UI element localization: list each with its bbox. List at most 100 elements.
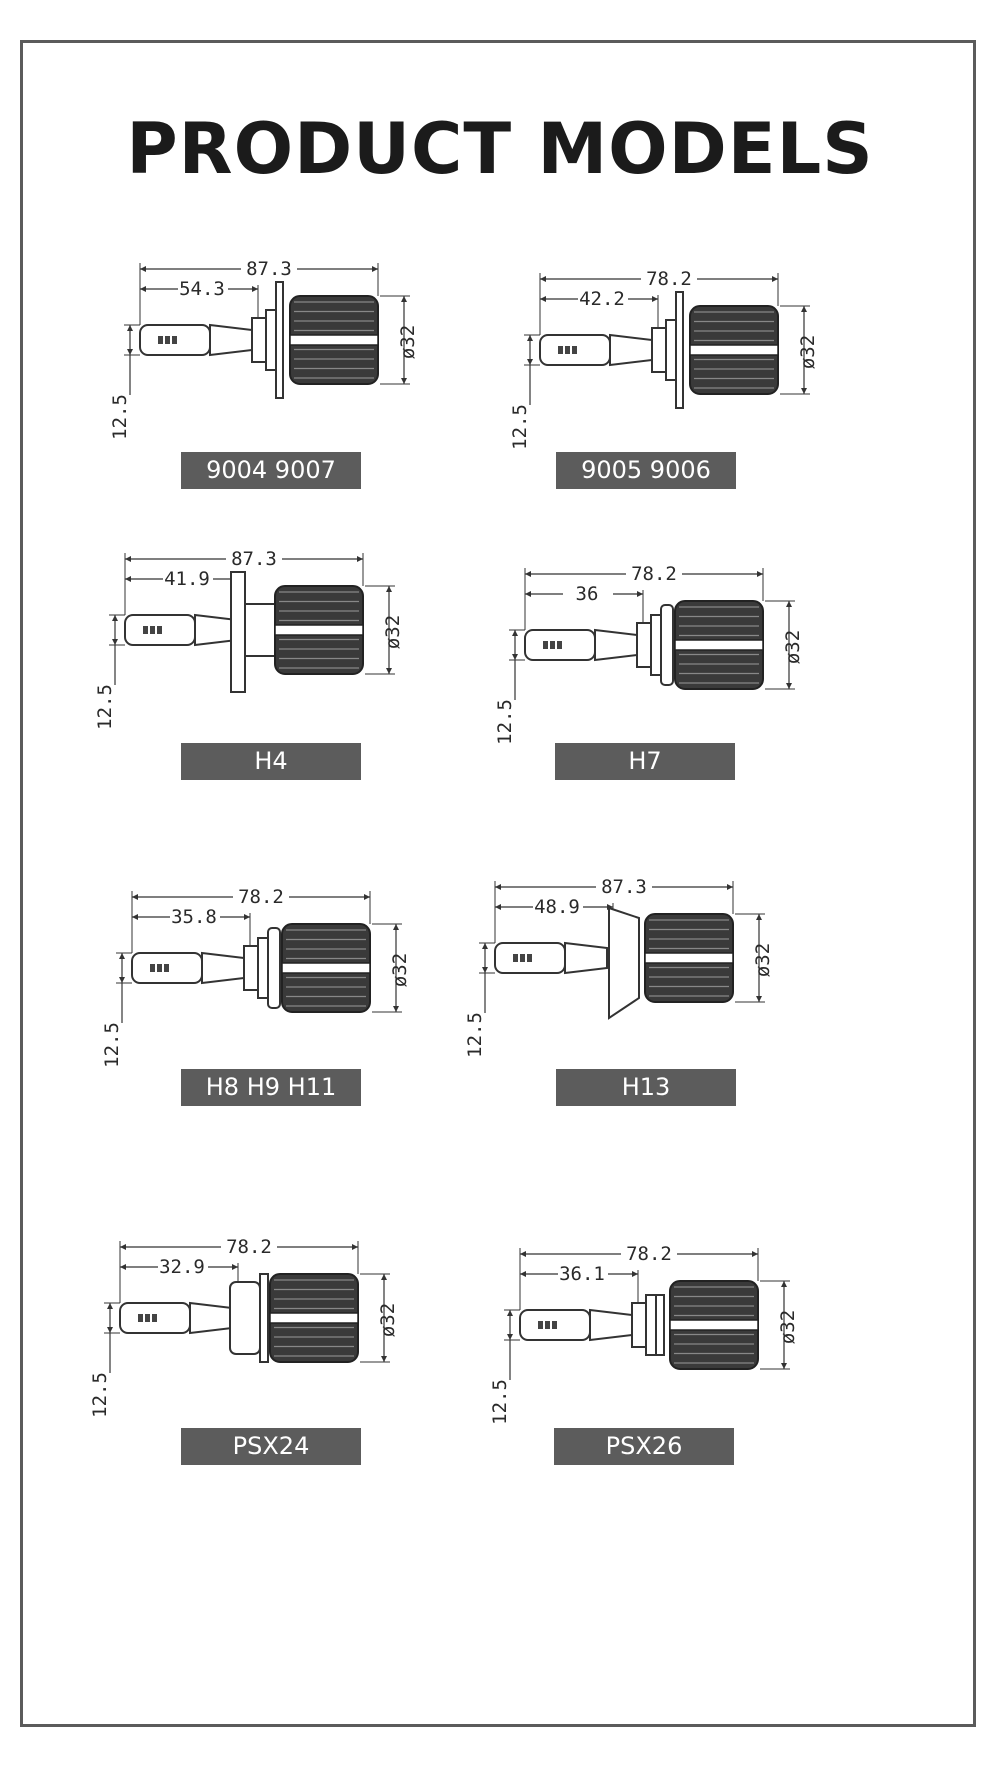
- led-chip: [565, 346, 570, 354]
- diameter-label: ø32: [752, 943, 774, 977]
- dimension-arrow: [520, 1251, 526, 1257]
- dimension-arrow: [372, 266, 378, 272]
- bulb-base: [251, 317, 267, 363]
- pin-height-label: 12.5: [509, 404, 531, 450]
- bulb-clip: [608, 906, 640, 1020]
- led-chip: [527, 954, 532, 962]
- dimension-arrow: [525, 571, 531, 577]
- dimension-arrow: [512, 630, 518, 636]
- dimension-arrow: [386, 668, 392, 674]
- overall-length-label: 87.3: [601, 876, 647, 898]
- led-chip: [557, 641, 562, 649]
- bulb-base: [631, 1302, 647, 1348]
- pin-height-label: 12.5: [494, 699, 516, 745]
- overall-length-label: 78.2: [646, 268, 692, 290]
- overall-length-label: 87.3: [231, 548, 277, 570]
- bulb-base: [244, 603, 276, 657]
- led-chip: [520, 954, 525, 962]
- dimension-arrow: [632, 1271, 638, 1277]
- label-knockout: [241, 259, 297, 279]
- label-knockout: [596, 877, 652, 897]
- led-chip: [150, 626, 155, 634]
- led-chip: [543, 641, 548, 649]
- dimension-arrow: [132, 914, 138, 920]
- label-knockout: [233, 887, 289, 907]
- diameter-label: ø32: [397, 325, 419, 359]
- bulb-taper: [609, 333, 653, 367]
- dimension-arrow: [756, 914, 762, 920]
- heat-sink-band: [689, 344, 779, 356]
- pin-height-label: 12.5: [101, 1022, 123, 1068]
- bulb-flange: [265, 309, 277, 371]
- dimension-arrow: [801, 388, 807, 394]
- dimension-arrow: [120, 1264, 126, 1270]
- pin-height-label: 12.5: [109, 394, 131, 440]
- label-knockout: [626, 564, 682, 584]
- led-chip: [572, 346, 577, 354]
- dimension-arrow: [140, 266, 146, 272]
- dimension-arrow: [540, 296, 546, 302]
- dimension-arrow: [757, 571, 763, 577]
- led-chip: [550, 641, 555, 649]
- label-knockout: [578, 289, 628, 309]
- dimension-arrow: [112, 639, 118, 645]
- bulb-collar: [655, 1294, 665, 1356]
- led-chip: [150, 964, 155, 972]
- dimension-arrow: [512, 654, 518, 660]
- dimension-arrow: [107, 1327, 113, 1333]
- dimension-arrow: [381, 1274, 387, 1280]
- bulb-base: [243, 945, 259, 991]
- bulb-diagram-9005-9006: 78.2 42.2 ø32 12.5: [509, 265, 860, 475]
- pin-height-label: 12.5: [94, 684, 116, 730]
- partial-length-label: 41.9: [164, 568, 210, 590]
- model-label-9005-9006: 9005 9006: [556, 452, 736, 489]
- diameter-label: ø32: [797, 335, 819, 369]
- model-label-h7: H7: [555, 743, 735, 780]
- dimension-arrow: [393, 924, 399, 930]
- led-chip: [157, 964, 162, 972]
- model-label-psx24: PSX24: [181, 1428, 361, 1465]
- led-chip: [558, 346, 563, 354]
- dimension-arrow: [781, 1363, 787, 1369]
- led-chip: [158, 336, 163, 344]
- diameter-label: ø32: [777, 1310, 799, 1344]
- dimension-arrow: [352, 1244, 358, 1250]
- bulb-flange: [259, 1273, 269, 1363]
- dimension-arrow: [495, 884, 501, 890]
- heat-sink-band: [281, 962, 371, 974]
- dimension-arrow: [232, 1264, 238, 1270]
- bulb-flange: [257, 937, 269, 999]
- dimension-arrow: [752, 1251, 758, 1257]
- dimension-arrow: [507, 1310, 513, 1316]
- dimension-arrow: [756, 996, 762, 1002]
- bulb-flange: [650, 614, 662, 676]
- led-chip: [164, 964, 169, 972]
- led-chip: [143, 626, 148, 634]
- dimension-arrow: [244, 914, 250, 920]
- diameter-label: ø32: [377, 1303, 399, 1337]
- diameter-label: ø32: [389, 953, 411, 987]
- dimension-arrow: [652, 296, 658, 302]
- heat-sink-band: [669, 1319, 759, 1331]
- dimension-arrow: [507, 1334, 513, 1340]
- dimension-arrow: [357, 556, 363, 562]
- label-knockout: [621, 1244, 677, 1264]
- bulb-ring: [267, 927, 281, 1009]
- led-chip: [165, 336, 170, 344]
- dimension-arrow: [140, 286, 146, 292]
- led-chip: [172, 336, 177, 344]
- model-label-h4: H4: [181, 743, 361, 780]
- dimension-arrow: [401, 296, 407, 302]
- dimension-arrow: [727, 884, 733, 890]
- overall-length-label: 78.2: [226, 1236, 272, 1258]
- overall-length-label: 78.2: [626, 1243, 672, 1265]
- dimension-arrow: [786, 601, 792, 607]
- dimension-arrow: [401, 378, 407, 384]
- partial-length-label: 42.2: [579, 288, 625, 310]
- bulb-bracket: [275, 281, 284, 399]
